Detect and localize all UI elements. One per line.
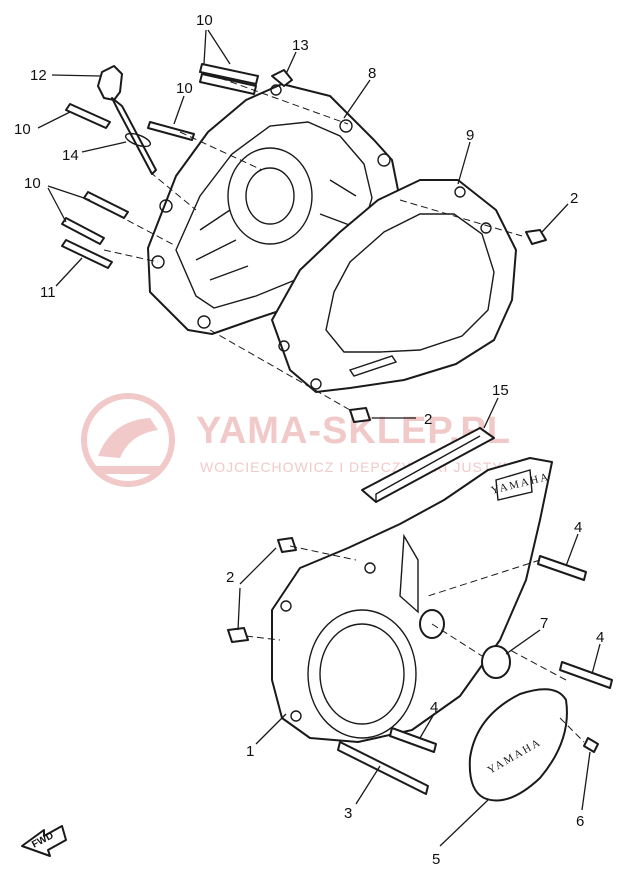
callout-4-upper: 4 bbox=[574, 519, 582, 536]
callout-4-mid: 4 bbox=[430, 699, 438, 716]
inspection-cover-part-5: YAMAHA bbox=[468, 688, 568, 802]
callout-10-lower: 10 bbox=[24, 175, 41, 192]
callout-10-left: 10 bbox=[14, 121, 31, 138]
callout-4-right: 4 bbox=[596, 629, 604, 646]
alignment-lines-lower bbox=[245, 545, 585, 743]
upper-bolts bbox=[61, 63, 293, 269]
callout-1: 1 bbox=[246, 743, 254, 760]
callout-10-mid: 10 bbox=[176, 80, 193, 97]
alignment-lines-upper bbox=[103, 77, 523, 411]
callout-3: 3 bbox=[344, 805, 352, 822]
callout-11: 11 bbox=[40, 284, 56, 301]
lower-bolts bbox=[337, 555, 613, 795]
callouts: 10 13 12 8 10 10 14 9 10 2 11 2 bbox=[14, 12, 604, 868]
clutch-cover-part-1: YAMAHA bbox=[271, 457, 553, 743]
callout-5: 5 bbox=[432, 851, 440, 868]
callout-12: 12 bbox=[30, 67, 47, 84]
callout-6: 6 bbox=[576, 813, 584, 830]
dowel-pins-upper bbox=[349, 229, 547, 423]
watermark-logo bbox=[81, 393, 175, 487]
callout-15: 15 bbox=[492, 382, 509, 399]
watermark-subtitle: WOJCIECHOWICZ I DEPCZYŃSKI JUSTYNA bbox=[200, 459, 524, 475]
fwd-arrow-icon: FWD bbox=[21, 825, 67, 857]
callout-2-right: 2 bbox=[570, 190, 578, 207]
callout-2-left: 2 bbox=[226, 569, 234, 586]
callout-13: 13 bbox=[292, 37, 309, 54]
damper-strip-part-15 bbox=[361, 427, 495, 503]
cap-part-7 bbox=[481, 645, 511, 679]
o-ring-part-14 bbox=[124, 132, 152, 148]
callout-10-top: 10 bbox=[196, 12, 213, 29]
callout-2-middle: 2 bbox=[424, 411, 432, 428]
callout-9: 9 bbox=[466, 127, 474, 144]
callout-14: 14 bbox=[62, 147, 79, 164]
oil-filler-plug-part-12 bbox=[97, 65, 157, 175]
callout-8: 8 bbox=[368, 65, 376, 82]
gasket-part-9 bbox=[271, 179, 517, 393]
callout-7: 7 bbox=[540, 615, 548, 632]
